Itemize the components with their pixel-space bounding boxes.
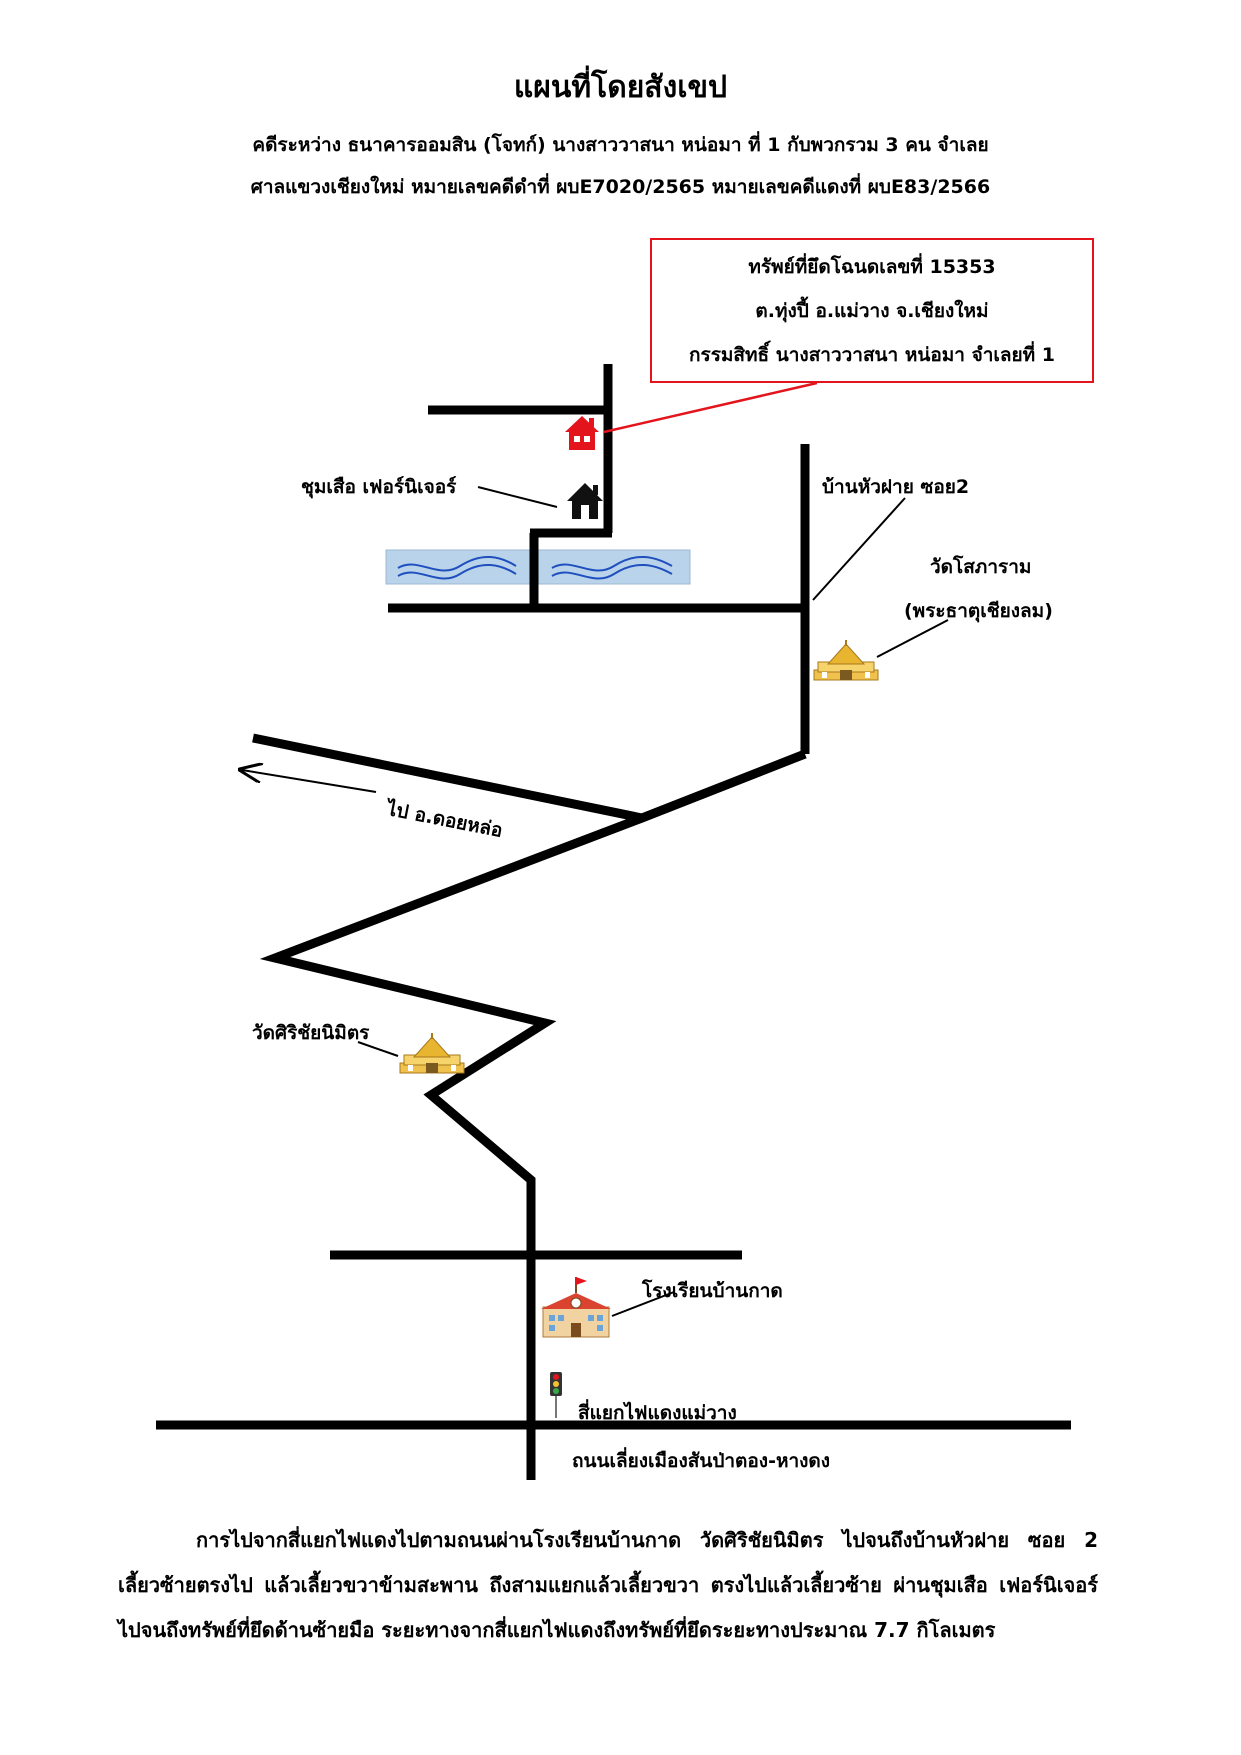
temple-icon (399, 1032, 465, 1074)
label-school: โรงเรียนบ้านกาด (642, 1280, 783, 1302)
route-description-text: การไปจากสี่แยกไฟแดงไปตามถนนผ่านโรงเรียนบ… (118, 1528, 1098, 1642)
river-wave (397, 564, 517, 580)
label-temple1-name: วัดโสภาราม (930, 556, 1032, 578)
property-deed: ทรัพย์ที่ยึดโฉนดเลขที่ 15353 (748, 255, 996, 278)
river-wave (397, 556, 517, 572)
page-title: แผนที่โดยสังเขป (513, 70, 728, 105)
leader-line-school (611, 1291, 675, 1317)
direction-arrow (242, 770, 377, 793)
case-line: คดีระหว่าง ธนาคารออมสิน (โจทก์) นางสาววา… (252, 134, 989, 156)
house-icon (565, 416, 599, 450)
leader-line-furniture (477, 486, 558, 508)
property-box: ทรัพย์ที่ยึดโฉนดเลขที่ 15353 ต.ทุ่งปี้ อ… (650, 238, 1094, 383)
court-line: ศาลแขวงเชียงใหม่ หมายเลขคดีดำที่ ผบE7020… (250, 176, 991, 198)
road-network (156, 364, 1071, 1480)
label-temple1-sub: (พระธาตุเชียงลม) (904, 600, 1053, 622)
label-temple2: วัดศิริชัยนิมิตร (252, 1022, 370, 1044)
leader-line-temple1 (876, 619, 949, 658)
label-furniture: ชุมเสือ เฟอร์นิเจอร์ (301, 476, 457, 498)
property-location: ต.ทุ่งปี้ อ.แม่วาง จ.เชียงใหม่ (755, 299, 989, 322)
school-icon (541, 1277, 611, 1338)
road-to-doi-lo (252, 733, 643, 823)
label-main-road: ถนนเลี่ยงเมืองสันป่าตอง-หางดง (572, 1450, 831, 1472)
leader-line-soi (812, 497, 906, 601)
leader-line-temple2 (357, 1041, 399, 1057)
river-wave (551, 555, 673, 572)
route-description: การไปจากสี่แยกไฟแดงไปตามถนนผ่านโรงเรียนบ… (118, 1518, 1098, 1653)
leader-line-property (603, 381, 818, 434)
property-owner: กรรมสิทธิ์ นางสาววาสนา หน่อมา จำเลยที่ 1 (688, 343, 1055, 366)
house-icon (567, 483, 603, 519)
river-wave (551, 563, 673, 580)
label-soi: บ้านหัวฝาย ซอย2 (822, 476, 970, 498)
traffic-light-icon (550, 1372, 562, 1418)
road-main-route (259, 749, 807, 1480)
temple-icon (813, 639, 879, 681)
label-intersection: สี่แยกไฟแดงแม่วาง (578, 1402, 737, 1424)
